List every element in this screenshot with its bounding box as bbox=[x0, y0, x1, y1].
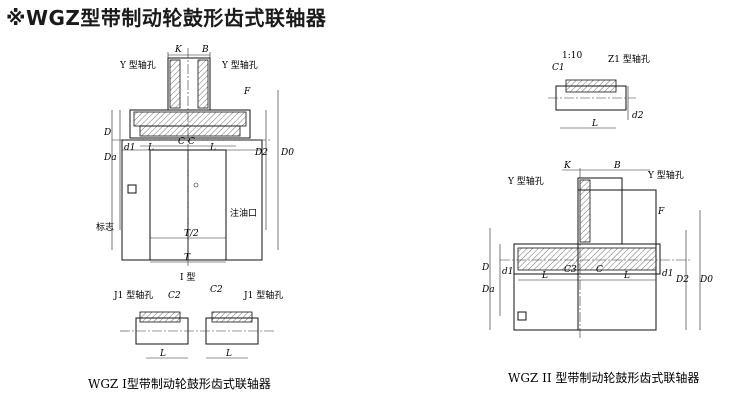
label-J1-right: J1 型轴孔 bbox=[243, 289, 283, 301]
sub-caption-I: I 型 bbox=[180, 272, 195, 283]
shaft-left-ii bbox=[513, 273, 579, 331]
label-j1-L-right: L bbox=[225, 349, 232, 359]
caption-fig2: WGZ II 型带制动轮鼓形齿式联轴器 bbox=[508, 370, 699, 385]
label-d1: d1 bbox=[124, 143, 136, 153]
label-F: F bbox=[243, 87, 251, 97]
label-C-left: C bbox=[178, 137, 185, 147]
label-Z1: Z1 型轴孔 bbox=[608, 53, 650, 65]
brake-drum-i bbox=[121, 139, 263, 261]
figure-j1: J1 型轴孔 C2 C2 J1 型轴孔 L L bbox=[113, 285, 283, 359]
sleeve-ii bbox=[577, 177, 623, 245]
label-Y-right: Y 型轴孔 bbox=[221, 59, 258, 71]
shaft-left-i bbox=[149, 149, 189, 261]
label-ii-C3: C3 bbox=[564, 265, 577, 275]
page-title: ※WGZ型带制动轮鼓形齿式联轴器 bbox=[6, 6, 327, 30]
shaft-right-i bbox=[187, 149, 227, 261]
label-ii-Y-left: Y 型轴孔 bbox=[507, 175, 544, 187]
label-T-half: T/2 bbox=[184, 229, 199, 239]
label-ii-D2: D2 bbox=[675, 275, 689, 285]
label-ii-d1-right: d1 bbox=[662, 269, 674, 279]
label-ii-F: F bbox=[657, 207, 665, 217]
label-C-right: C bbox=[188, 137, 195, 147]
label-D: D bbox=[103, 128, 111, 138]
label-ratio: 1:10 bbox=[562, 51, 582, 61]
label-ii-B: B bbox=[613, 161, 621, 171]
label-L-left: L bbox=[147, 143, 154, 153]
label-d2: d2 bbox=[632, 111, 644, 121]
marker-square bbox=[127, 184, 137, 194]
label-ii-C: C bbox=[596, 265, 603, 275]
label-ii-D0: D0 bbox=[699, 275, 713, 285]
label-zhuyoukou: 注油口 bbox=[230, 207, 257, 219]
label-Da: Da bbox=[103, 153, 117, 163]
label-ii-L-right: L bbox=[623, 271, 630, 281]
label-D0: D0 bbox=[280, 148, 294, 158]
label-z1-L: L bbox=[591, 119, 598, 129]
label-C2-left: C2 bbox=[168, 291, 181, 301]
caption-fig1: WGZ I型带制动轮鼓形齿式联轴器 bbox=[88, 376, 271, 391]
label-L-right: L bbox=[209, 143, 216, 153]
sleeve-i bbox=[167, 57, 211, 111]
label-C1: C1 bbox=[552, 63, 565, 73]
label-B: B bbox=[201, 45, 209, 55]
label-ii-K: K bbox=[563, 161, 572, 171]
label-biaozhi: 标志 bbox=[96, 221, 114, 233]
label-Y-left: Y 型轴孔 bbox=[119, 59, 156, 71]
label-ii-d1: d1 bbox=[502, 267, 514, 277]
label-K: K bbox=[174, 45, 183, 55]
label-C2-right: C2 bbox=[210, 285, 223, 295]
label-ii-Da: Da bbox=[481, 285, 495, 295]
figure-z1: 1:10 C1 Z1 型轴孔 d2 L bbox=[548, 51, 650, 129]
label-ii-L-left: L bbox=[541, 271, 548, 281]
label-J1-left: J1 型轴孔 bbox=[113, 289, 153, 301]
label-D2: D2 bbox=[254, 148, 268, 158]
label-ii-D: D bbox=[481, 263, 489, 273]
marker-square-ii bbox=[517, 311, 527, 321]
figure-wgz-i: K B Y 型轴孔 Y 型轴孔 F D Da d1 D2 D0 L C C L … bbox=[96, 45, 294, 283]
label-ii-Y-right: Y 型轴孔 bbox=[647, 169, 684, 181]
figure-wgz-ii: K B Y 型轴孔 Y 型轴孔 F D Da d1 L C3 C L d1 D2… bbox=[481, 161, 713, 338]
label-T: T bbox=[184, 253, 191, 263]
label-j1-L-left: L bbox=[159, 349, 166, 359]
